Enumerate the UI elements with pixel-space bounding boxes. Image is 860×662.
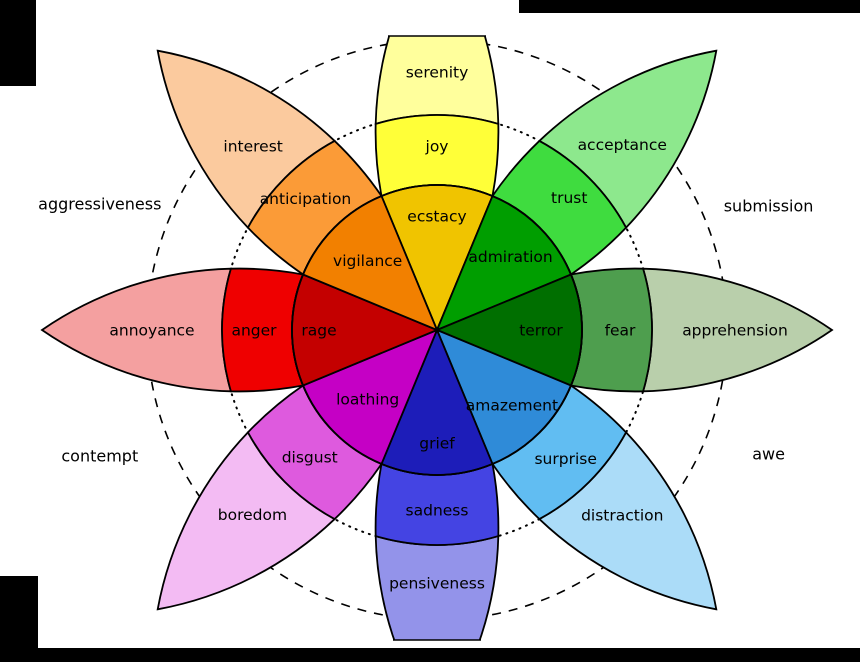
emotion-label-terror: terror	[519, 321, 563, 339]
crop-bar	[0, 576, 38, 662]
crop-bar	[0, 0, 36, 86]
dyad-label-submission: submission	[724, 197, 814, 216]
emotion-label-pensiveness: pensiveness	[389, 574, 485, 592]
emotion-label-annoyance: annoyance	[109, 321, 194, 339]
emotion-label-sadness: sadness	[406, 501, 469, 519]
emotion-label-grief: grief	[419, 434, 455, 452]
emotion-label-boredom: boredom	[218, 506, 287, 524]
emotion-label-acceptance: acceptance	[578, 136, 667, 154]
emotion-label-loathing: loathing	[336, 391, 399, 409]
emotion-label-anger: anger	[231, 321, 277, 339]
emotion-label-rage: rage	[301, 321, 336, 339]
emotion-label-serenity: serenity	[406, 63, 469, 81]
petal-segment-joy	[374, 114, 500, 198]
emotion-label-admiration: admiration	[468, 248, 552, 266]
dyad-label-aggressiveness: aggressiveness	[38, 195, 161, 214]
emotion-label-apprehension: apprehension	[682, 321, 788, 339]
emotion-label-vigilance: vigilance	[333, 252, 402, 270]
emotion-label-disgust: disgust	[282, 449, 338, 467]
crop-bar	[519, 0, 860, 13]
emotion-label-interest: interest	[223, 138, 282, 156]
emotion-label-anticipation: anticipation	[260, 190, 352, 208]
emotion-label-trust: trust	[551, 189, 587, 207]
dyad-label-contempt: contempt	[61, 447, 138, 466]
emotion-label-ecstacy: ecstacy	[407, 207, 466, 225]
emotion-label-distraction: distraction	[581, 507, 663, 525]
emotion-label-surprise: surprise	[534, 450, 596, 468]
dyad-label-awe: awe	[752, 445, 785, 464]
crop-bar	[0, 648, 860, 662]
emotion-label-joy: joy	[425, 137, 449, 155]
emotion-label-fear: fear	[605, 321, 636, 339]
emotion-label-amazement: amazement	[466, 396, 558, 414]
central-circle	[291, 184, 583, 476]
